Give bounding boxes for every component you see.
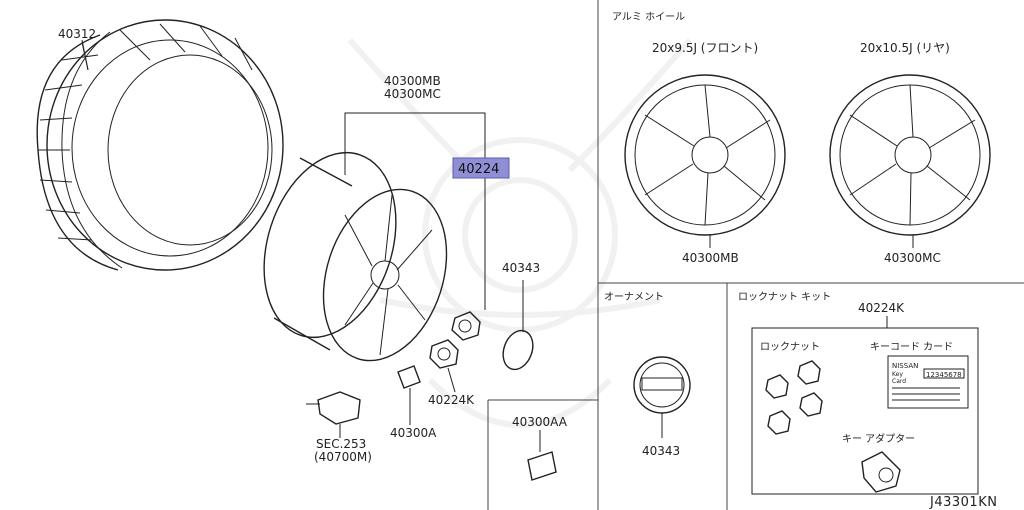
- key-adapter-drawing: [861, 451, 901, 493]
- section-dividers: [487, 0, 1024, 510]
- label-ornament-part: 40343: [502, 261, 540, 275]
- label-valve-part: 40300A: [390, 426, 437, 440]
- card-brand: NISSAN: [892, 362, 918, 370]
- key-adapter-label: キー アダプター: [842, 432, 915, 445]
- ornament-cap-drawing: [502, 329, 534, 371]
- highlighted-part-tag[interactable]: 40224: [452, 157, 510, 179]
- leader-tire: [81, 41, 89, 71]
- leader-nut: [447, 367, 456, 393]
- key-code-card: NISSAN Key Card 12345678: [887, 355, 969, 409]
- ornament-box-title: オーナメント: [604, 291, 664, 303]
- weight-part-label: 40300AA: [512, 415, 568, 429]
- front-wheel-part: 40300MB: [682, 251, 739, 265]
- lock-nuts-drawing: [765, 360, 823, 435]
- front-size-label: 20x9.5J (フロント): [652, 41, 758, 55]
- balance-weight-drawing: [527, 451, 557, 481]
- key-code-card-label: キーコード カード: [870, 341, 953, 353]
- wheel-drawing: [263, 151, 448, 362]
- diagram-code: J43301KN: [929, 495, 997, 510]
- lock-nut-kit-part: 40224K: [858, 301, 905, 315]
- ornament-emblem-drawing: [633, 356, 691, 414]
- lock-nut-kit-title: ロックナット キット: [738, 291, 831, 303]
- card-line-1: Key: [892, 371, 903, 378]
- rear-wheel-drawing: [829, 74, 991, 236]
- tire-drawing: [36, 19, 284, 271]
- label-tire-part: 40312: [58, 27, 96, 41]
- lock-nut-label: ロックナット: [760, 341, 820, 353]
- front-wheel-drawing: [624, 74, 786, 236]
- label-highlighted-part: 40224: [458, 162, 499, 177]
- label-nut-part: 40224K: [428, 393, 475, 407]
- wheel-nut-drawing: [451, 311, 481, 341]
- lock-nut-kit-box: [751, 327, 979, 495]
- rear-wheel-part: 40300MC: [884, 251, 941, 265]
- label-wheel-part-a: 40300MB: [384, 74, 441, 88]
- label-sensor-sec: SEC.253: [316, 437, 366, 451]
- tpms-sensor-drawing: [306, 391, 361, 425]
- card-number: 12345678: [926, 371, 962, 379]
- leader-wheel-bracket: [344, 112, 486, 310]
- ornament-box-part: 40343: [642, 444, 680, 458]
- label-sensor-sub: (40700M): [314, 450, 372, 464]
- rear-size-label: 20x10.5J (リヤ): [860, 41, 950, 55]
- valve-drawing: [397, 365, 421, 389]
- label-wheel-part-b: 40300MC: [384, 87, 441, 101]
- alumi-wheel-title: アルミ ホイール: [612, 11, 685, 23]
- card-line-2: Card: [892, 378, 906, 385]
- lock-nut-drawing: [429, 339, 459, 369]
